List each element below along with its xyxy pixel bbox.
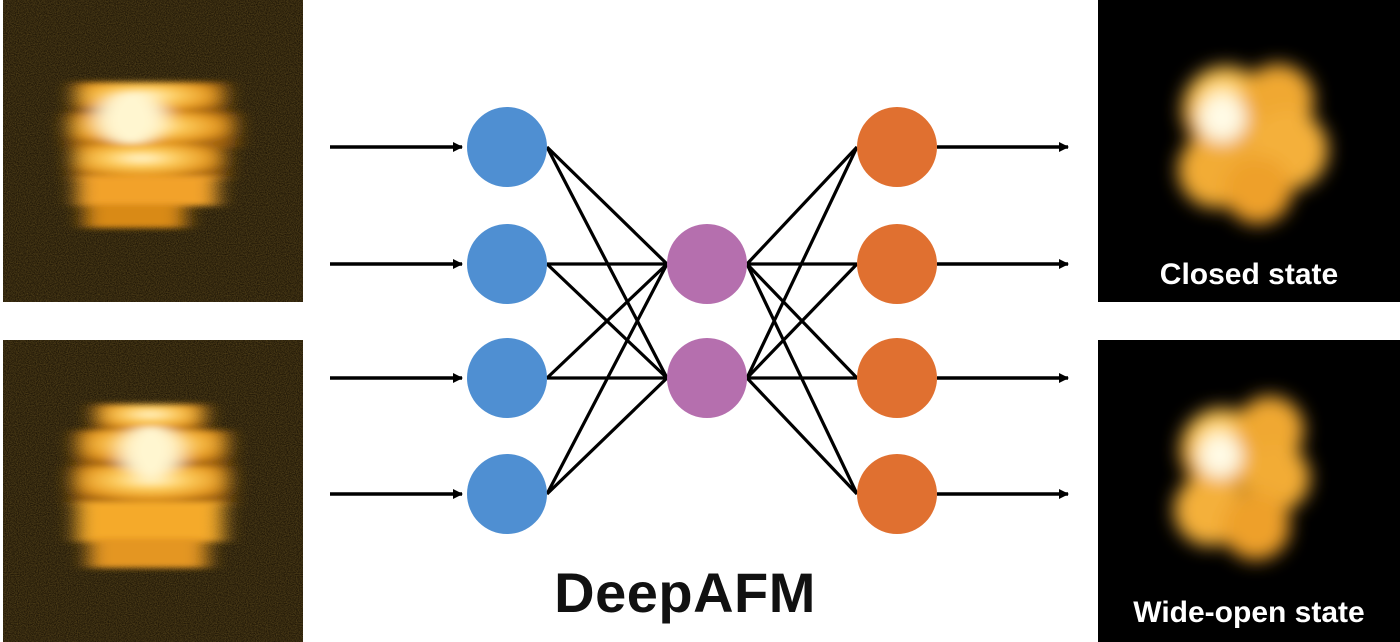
latent-node-1	[667, 338, 747, 418]
model-title: DeepAFM	[554, 561, 816, 624]
input-node-1	[467, 224, 547, 304]
input-node-0	[467, 107, 547, 187]
connection-input-3-to-latent-0	[545, 263, 669, 495]
input-node-3	[467, 454, 547, 534]
output-afm-image-wide-open: Wide-open state	[1098, 340, 1400, 642]
connection-latent-1-to-output-0	[745, 146, 859, 379]
network-connections	[545, 145, 859, 496]
output-node-0	[857, 107, 937, 187]
network-nodes	[467, 107, 937, 534]
output-node-1	[857, 224, 937, 304]
input-afm-image-bottom	[3, 340, 303, 642]
connection-input-3-to-latent-1	[545, 376, 669, 496]
closed-state-label: Closed state	[1159, 258, 1339, 291]
output-afm-image-closed: Closed state	[1098, 0, 1400, 302]
output-node-2	[857, 338, 937, 418]
connection-latent-0-to-output-0	[745, 145, 859, 266]
connection-latent-1-to-output-3	[745, 376, 859, 496]
input-node-2	[467, 338, 547, 418]
connection-latent-1-to-output-1	[745, 262, 859, 380]
connection-input-0-to-latent-0	[545, 145, 669, 266]
latent-node-0	[667, 224, 747, 304]
output-node-3	[857, 454, 937, 534]
wide-open-state-label: Wide-open state	[1133, 596, 1365, 629]
flow-arrows	[330, 142, 1069, 499]
connection-input-2-to-latent-0	[545, 262, 669, 380]
input-afm-image-top	[3, 0, 303, 302]
